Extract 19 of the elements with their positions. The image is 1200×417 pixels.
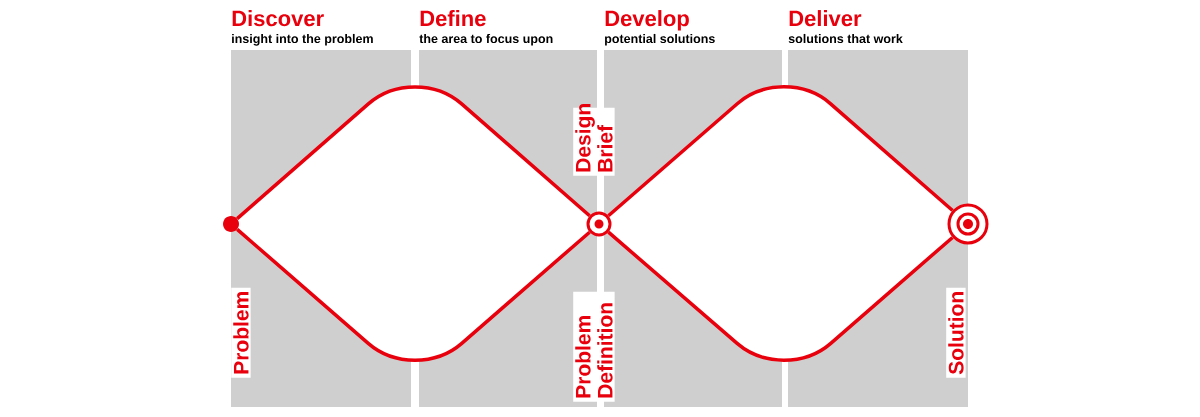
phase-subtitle: potential solutions [605,33,715,46]
phase-heading: Develop [605,10,689,31]
stage-label: Design Brief [573,104,615,176]
diamond-curve [607,85,954,218]
stage-label: Problem [231,287,251,378]
stage-label: Solution [946,287,966,378]
diamond-curve [236,228,591,362]
diamond-curve [607,230,954,362]
phase-subtitle: solutions that work [788,33,903,44]
milestone-marker [586,211,612,237]
phase-subtitle: insight into the problem [232,33,373,46]
stage-label: Problem Definition [573,291,615,402]
start-dot [223,216,239,232]
target-marker [947,203,989,245]
phase-heading: Deliver [789,10,862,27]
phase-heading: Discover [232,10,324,27]
phase-subtitle: the area to focus upon [419,33,553,46]
phase-heading: Define [420,10,486,27]
diamond-curve [236,85,591,220]
